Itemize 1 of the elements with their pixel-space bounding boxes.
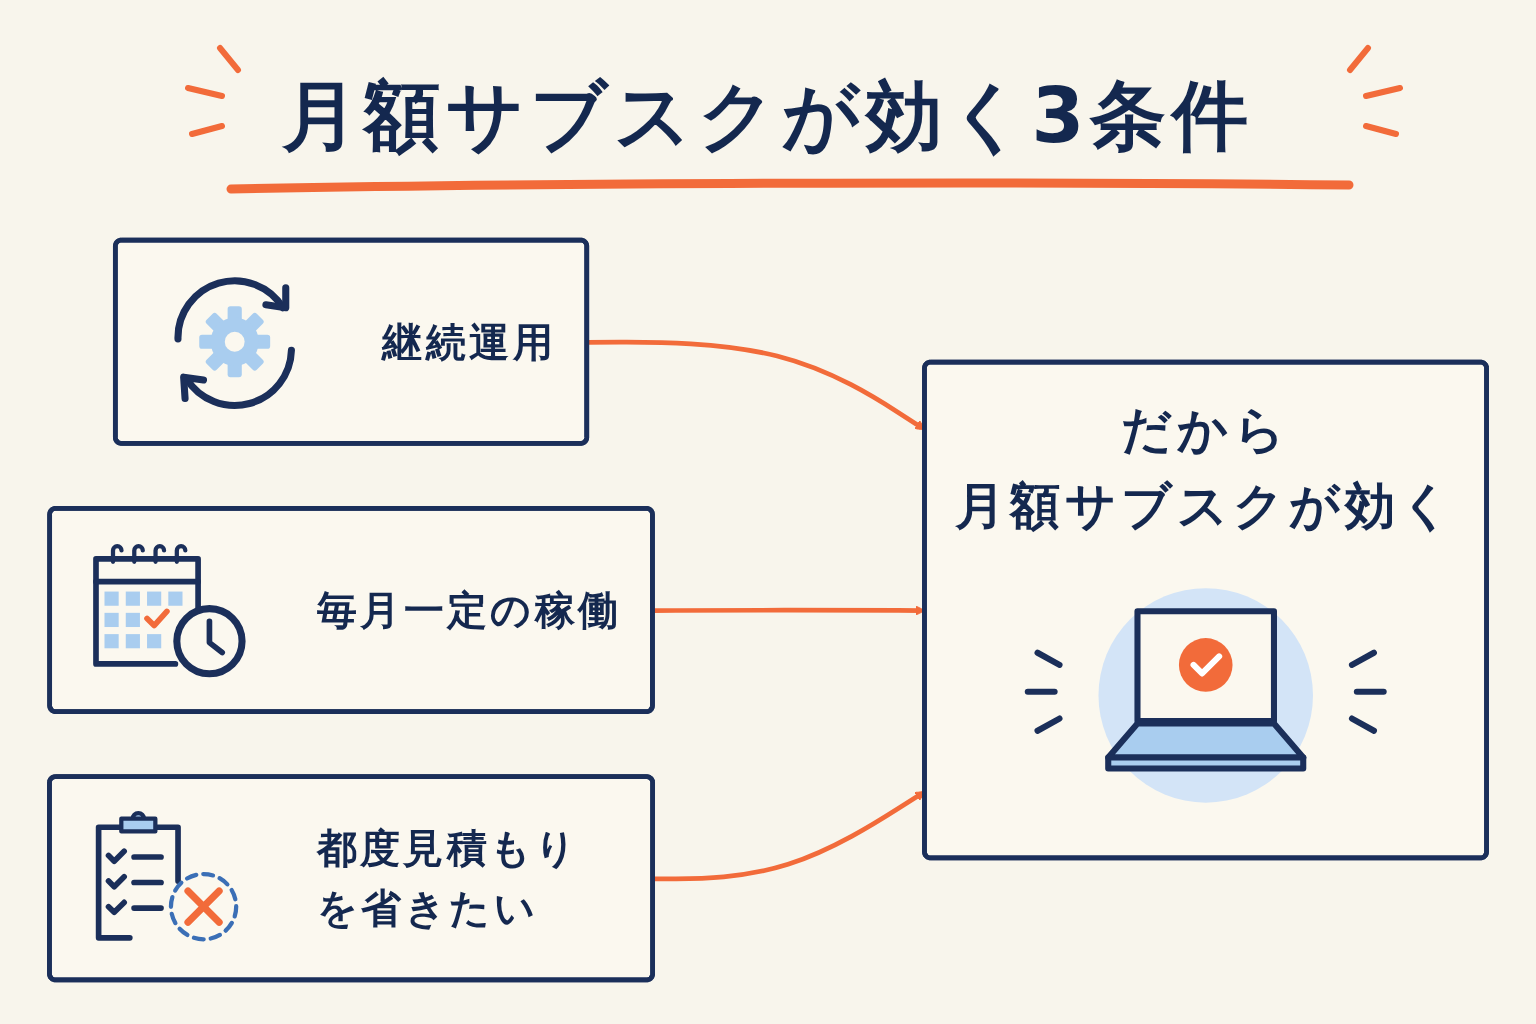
title: 月額サブスクが効く3条件	[280, 70, 1256, 162]
